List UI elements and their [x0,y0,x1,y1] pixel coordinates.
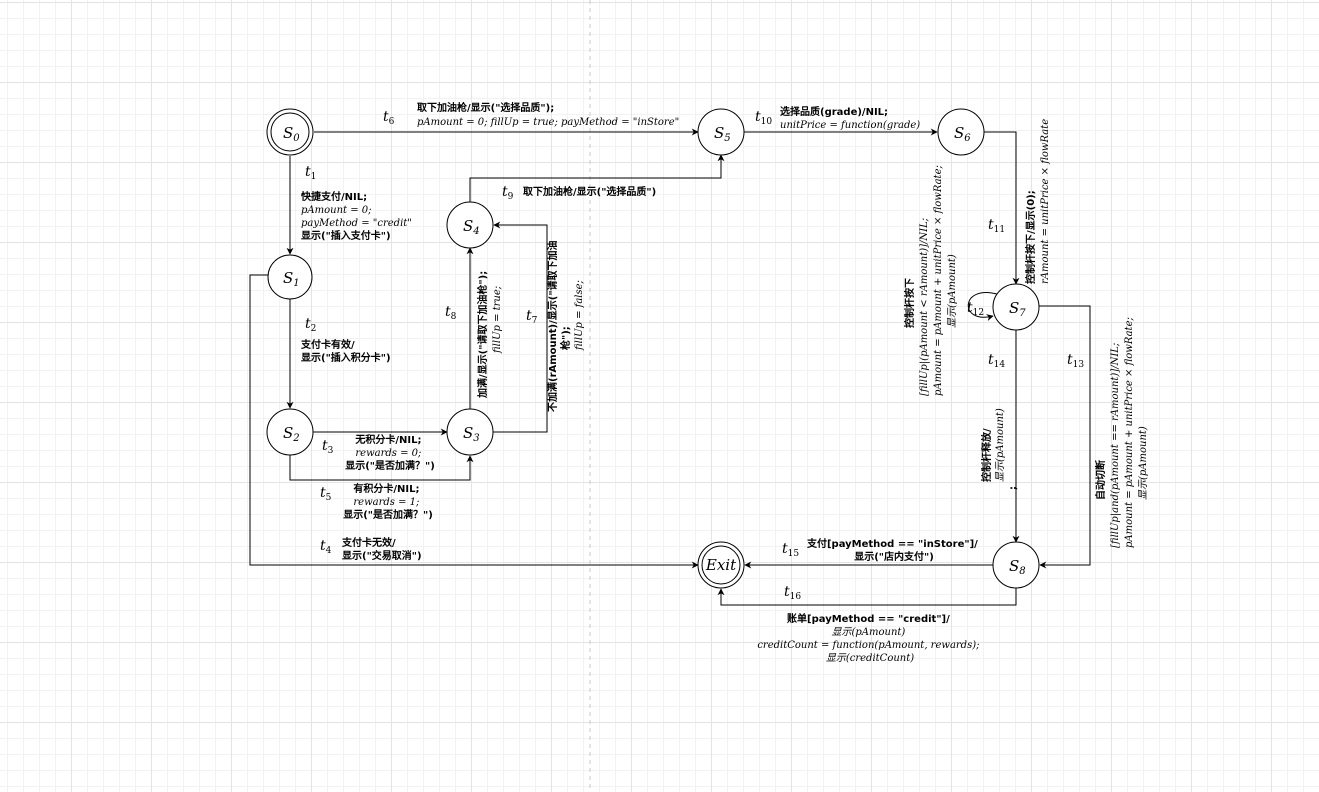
state-s8[interactable]: S8 [992,541,1040,589]
edge-t11[interactable] [984,131,1020,285]
label-t6: 取下加油枪/显示("选择品质"); pAmount = 0; fillUp = … [417,101,679,128]
tname-t14: t14 [988,352,1005,370]
tname-t4: t4 [320,538,332,556]
tname-t13: t13 [1067,352,1084,370]
label-t7: 不加满(rAmount)/显示("请取下加油 枪"); fillUp = fal… [546,237,585,412]
state-s6-label: S6 [954,124,971,144]
label-t10: 选择品质(grade)/NIL; unitPrice = function(gr… [780,105,920,131]
state-s6[interactable]: S6 [937,108,985,156]
label-t13: 自动切断 [fillUp|and(pAmount == rAmount)]/NI… [1094,314,1149,548]
tname-t12: t12 [967,300,984,318]
transition-names: t6 t1 t2 t3 t5 t4 t8 t7 t9 t10 t11 t12 t… [305,109,1084,602]
label-t5: 有积分卡/NIL; rewards = 1; 显示("是否加满？") [343,482,433,521]
edge-t5[interactable] [289,455,474,481]
label-t15: 支付[payMethod == "inStore"]/ 显示("店内支付") [806,537,981,563]
state-s8-label: S8 [1009,557,1026,577]
label-t9: 取下加油枪/显示("选择品质") [523,185,656,198]
state-s1[interactable]: S1 [267,254,313,300]
state-s1-label: S1 [283,269,300,289]
state-s3-label: S3 [463,424,480,444]
state-s2-label: S2 [283,424,300,444]
state-s0[interactable]: S0 [266,108,314,156]
state-exit-label: Exit [705,556,737,574]
edge-t16[interactable] [717,588,1017,606]
label-t12: 控制杆按下 [fillUp|(pAmount < rAmount)]/NIL; … [903,162,958,396]
edge-t13[interactable] [1038,305,1091,569]
state-s2[interactable]: S2 [266,408,314,456]
state-s7[interactable]: S7 [992,283,1040,331]
tname-t11: t11 [988,217,1005,235]
label-t14: 控制杆释放/ 显示(pAmount) ; [980,405,1019,490]
tname-t2: t2 [305,316,316,334]
transition-arrows [249,128,1091,606]
tname-t5: t5 [320,485,332,503]
tname-t16: t16 [784,584,801,602]
tname-t7: t7 [526,308,538,326]
edge-t4[interactable] [249,274,699,569]
edge-t9[interactable] [469,154,725,202]
tname-t8: t8 [445,304,457,322]
tname-t10: t10 [755,109,772,127]
label-t1: 快捷支付/NIL; pAmount = 0; payMethod = "cred… [300,190,415,242]
label-t8: 加满/显示("请取下加油枪"); fillUp = true; [476,268,503,399]
label-t4: 支付卡无效/ 显示("交易取消") [341,536,422,562]
tname-t15: t15 [782,541,799,559]
state-s3[interactable]: S3 [446,408,494,456]
state-exit[interactable]: Exit [697,541,745,589]
state-s5-label: S5 [714,124,731,144]
tname-t6: t6 [383,109,395,127]
state-s0-label: S0 [283,124,300,144]
state-s4[interactable]: S4 [446,201,494,249]
label-t16: 账单[payMethod == "credit"]/ 显示(pAmount) c… [757,612,982,664]
tname-t3: t3 [322,438,334,456]
label-t2: 支付卡有效/ 显示("插入积分卡") [300,338,391,364]
edge-t12[interactable] [967,292,1001,321]
state-s7-label: S7 [1009,299,1026,319]
label-t11: 控制杆按下/显示(0); rAmount = unitPrice × flowR… [1024,119,1051,284]
label-t3: 无积分卡/NIL; rewards = 0; 显示("是否加满？") [345,433,435,472]
state-s5[interactable]: S5 [697,108,745,156]
edge-t7[interactable] [493,221,548,433]
tname-t9: t9 [502,184,514,202]
tname-t1: t1 [305,164,316,182]
state-s4-label: S4 [463,217,480,237]
